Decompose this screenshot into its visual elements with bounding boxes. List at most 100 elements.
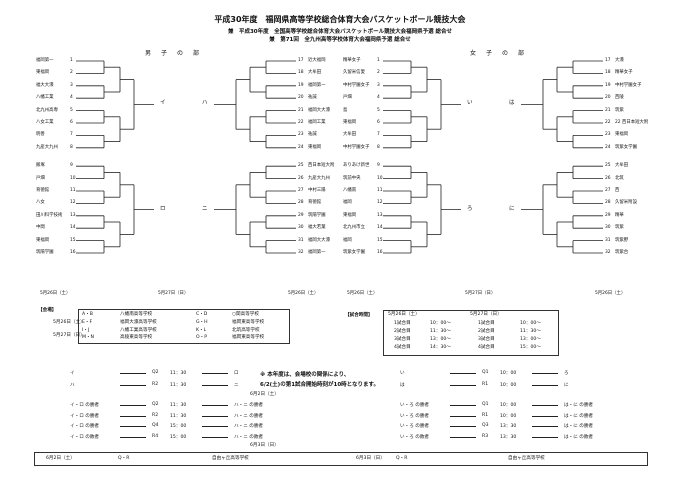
time-value: 11：30～ [520,329,541,334]
girls-left-num: 9 [377,163,380,169]
final-court: R4 [152,433,159,439]
girls-right-num: 23 [605,132,611,138]
boys-left-num: 11 [70,188,76,193]
girls-left-team: 久留米信愛 [343,70,365,76]
boys-right-num: 32 [298,250,304,255]
girls-right-num: 17 [605,58,611,63]
venue-cell: 福岡東高等学校 [232,319,265,325]
footer-venue-code-2: Q・R [396,456,408,461]
girls-left-team: 筑紫女学園 [343,250,365,255]
venue-label: 【会場】 [38,308,57,313]
final-line [202,405,228,406]
venue-cell: 八幡工業高等学校 [120,327,157,333]
final-line [202,385,228,386]
venue-cell: 高稜東高等学校 [120,335,153,341]
final-time: 10：00 [500,413,517,419]
final-time: 11：30 [170,371,187,376]
boys-left-num: 6 [70,120,73,125]
finals-date-top: 6月2日（土） [250,392,279,397]
boys-right-team: 福岡工業 [308,120,326,125]
venue-cell: A・B [82,312,93,317]
boys-right-team: 大牟田 [308,70,322,76]
time-value: 10：00～ [520,321,541,326]
boys-right-num: 28 [298,200,304,206]
boys-right-team: 近大福岡 [308,58,326,63]
final-line [450,405,476,406]
girls-right-num: 26 [605,175,611,181]
boys-right-team: 福岡第一 [308,250,326,255]
venue-date-2: 5月27日（日） [53,333,85,338]
final-court: Q2 [152,402,159,407]
girls-block-left-1: ろ [467,205,473,212]
boys-left-num: 14 [70,225,76,231]
girls-left-team: 戸畑 [343,95,352,101]
time-label: 3試合目 [478,337,495,342]
girls-left-num: 14 [377,225,383,231]
final-line [450,436,476,438]
girls-right-team: 筑紫 [615,107,624,113]
footer-table [34,452,648,466]
venue-cell: G・H [196,319,208,325]
boys-left-team: 飯塚 [36,163,45,169]
final-court: Q2 [152,370,159,375]
boys-left-team: 八女工業 [36,120,54,125]
final-line [532,385,558,386]
final-line [450,385,476,386]
boys-left-team: 明善 [36,132,45,138]
boys-left-team: 中間 [36,225,45,231]
boys-left-num: 9 [70,163,73,169]
final-line [532,436,558,438]
final-team-b: は・に の勝者 [564,403,594,408]
time-label: 1試合目 [394,321,411,326]
girls-left-team: 北九州市立 [343,225,365,231]
girls-right-team: 北筑 [615,175,624,181]
girls-right-team: 筑紫女学園 [615,144,637,150]
girls-right-num: 21 [605,107,611,113]
final-line [120,385,146,386]
final-team-b: ハ・ニ の勝者 [234,424,264,429]
time-label: 2試合目 [478,329,495,334]
final-court: Q1 [482,402,489,407]
girls-left-team: 八幡南 [343,188,357,193]
girls-left-team: 東福岡 [343,120,357,125]
boys-right-num: 25 [298,163,304,169]
girls-right-num: 18 [605,70,611,76]
girls-right-num: 25 [605,163,611,169]
final-team-a: イ・ロ の勝者 [70,424,100,429]
time-label: 3試合目 [394,337,411,342]
final-court: R1 [482,382,489,387]
final-line [120,415,146,417]
final-team-b: ハ・ニ の敗者 [234,434,264,440]
girls-right-num: 32 [605,250,611,255]
venue-cell: O・P [196,335,207,341]
girls-left-team: 筑前中央 [343,175,361,181]
boys-left-num: 7 [70,132,73,138]
final-team-a: い・ろ の敗者 [400,434,430,440]
time-value: 13：00～ [430,337,451,342]
page-title: 平成30年度 福岡県高等学校総合体育大会バスケットボール競技大会 [214,15,466,24]
final-team-b: ハ・ニ の勝者 [234,403,264,408]
boys-right-team: 中村三陽 [308,188,326,193]
girls-left-num: 1 [377,58,380,63]
boys-right-num: 29 [298,212,304,218]
venue-cell: 八幡南高等学校 [120,312,153,317]
boys-left-team: 八幡工業 [36,95,54,101]
girls-left-num: 16 [377,250,383,255]
times-table [383,310,559,356]
final-line [450,415,476,417]
girls-left-num: 12 [377,200,383,206]
girls-left-team: 中村学園女子 [343,144,370,150]
final-team-b: は・に の勝者 [564,424,594,429]
final-time: 11：30 [170,413,187,419]
venue-cell: 福岡東高等学校 [232,335,265,341]
girls-left-num: 10 [377,175,383,181]
final-time: 10：00 [500,383,517,388]
boys-left-num: 2 [70,70,73,76]
venue-cell: E・F [82,319,93,325]
final-line [532,373,558,374]
girls-right-team: 精華 [615,212,624,218]
times-label: 【試合時間】 [345,313,373,318]
final-team-b: ハ・ニ の勝者 [234,413,264,419]
